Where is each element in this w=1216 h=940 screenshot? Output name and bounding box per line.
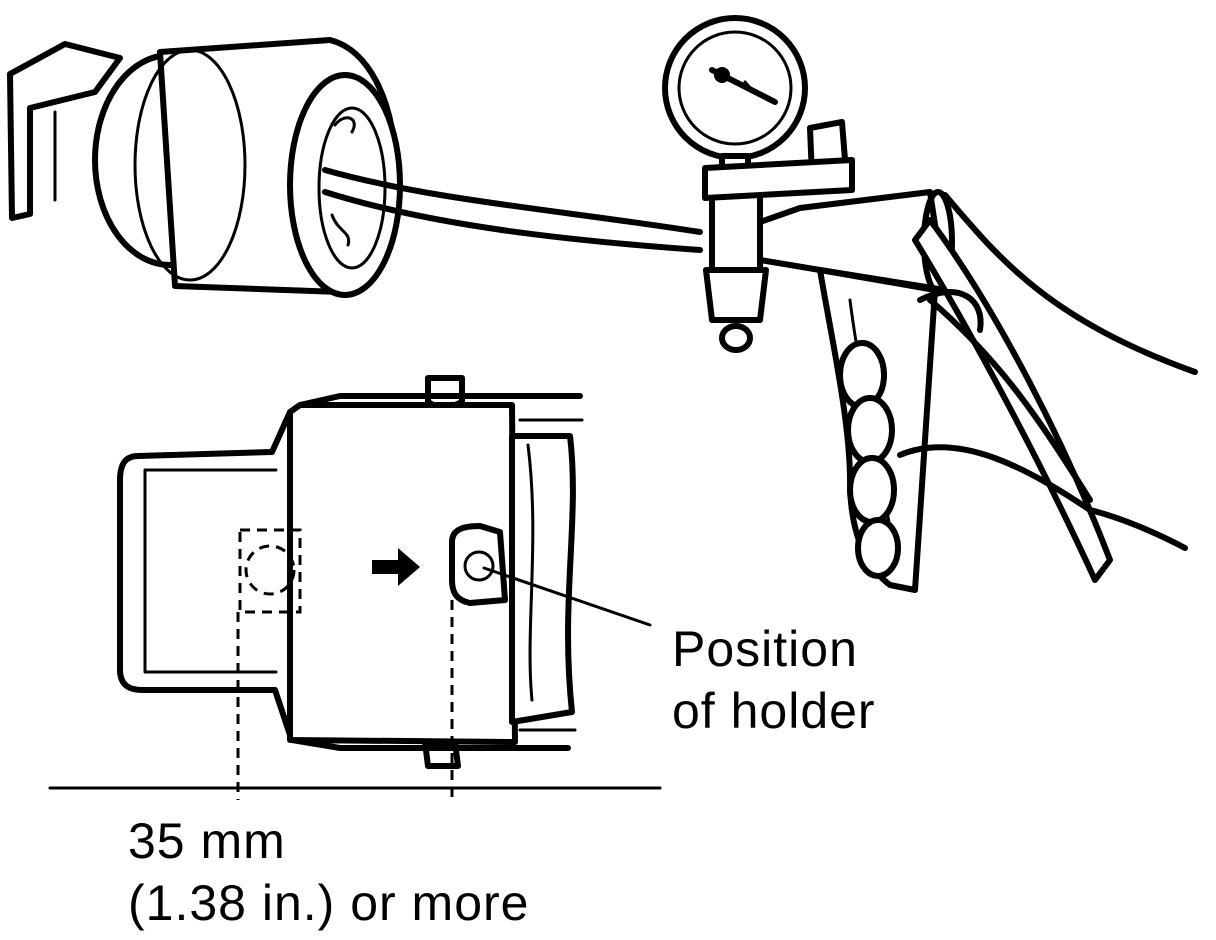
diaphragm-housing (7, 37, 403, 298)
actuator-side-view (117, 375, 652, 769)
holder-position-label-line2: of holder (672, 683, 876, 739)
dimension-label-metric: 35 mm (128, 813, 286, 869)
hand-pump (702, 119, 1113, 593)
holder-position-label: Position of holder (672, 618, 876, 742)
holder-position-label-line1: Position (672, 621, 858, 677)
hand (837, 192, 1198, 579)
vacuum-hose (322, 167, 703, 253)
dimension-lines (48, 600, 662, 800)
dimension-label: 35 mm (1.38 in.) or more (128, 810, 529, 934)
dimension-label-imperial: (1.38 in.) or more (128, 875, 530, 931)
pressure-gauge (662, 15, 808, 181)
